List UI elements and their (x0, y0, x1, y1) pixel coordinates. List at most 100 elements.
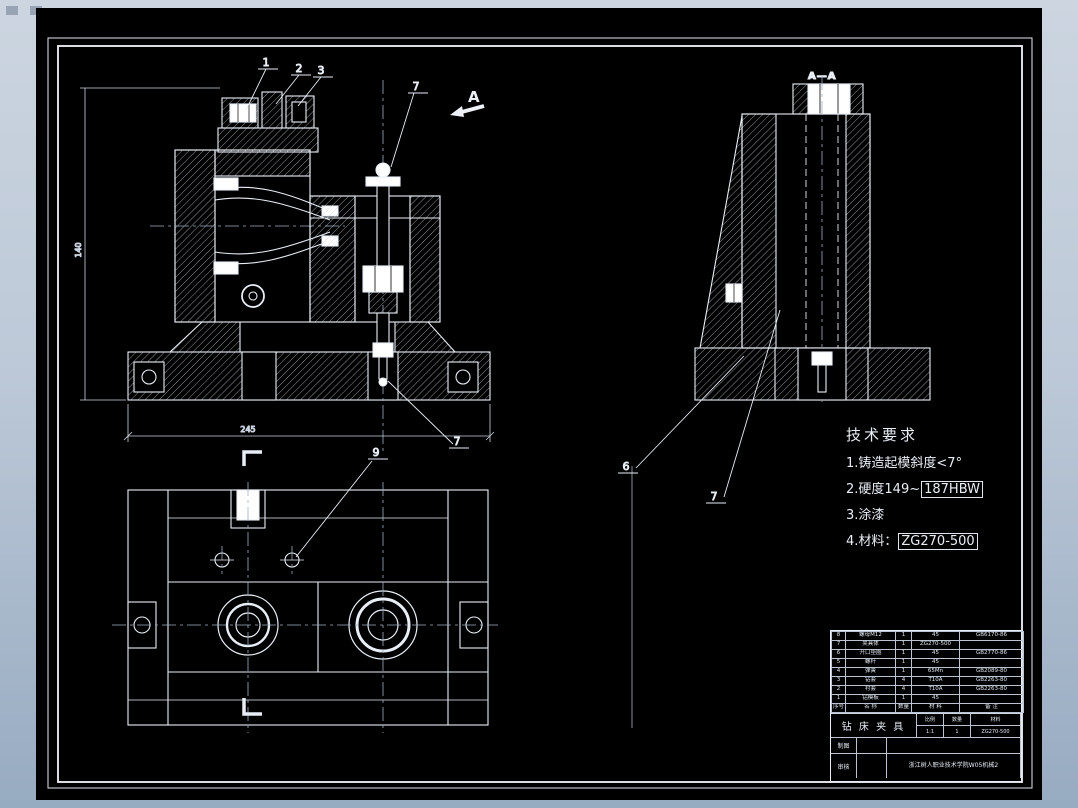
header-note: 备 注 (959, 703, 1024, 713)
balloon-2: 2 (296, 62, 303, 75)
balloon-1: 1 (263, 56, 270, 69)
part-material: 65Mn (911, 667, 960, 677)
header-name: 名 称 (845, 703, 896, 713)
margin-tick (6, 6, 18, 15)
part-material: 45 (911, 694, 960, 704)
part-material: 45 (911, 649, 960, 659)
header-no: 序号 (831, 703, 846, 713)
part-no: 1 (831, 694, 846, 704)
part-name: 钻套 (845, 676, 896, 686)
school-name: 浙江树人职业技术学院W05机械2 (887, 754, 1021, 778)
part-name: 夹具体 (845, 640, 896, 650)
header-qty: 数量 (895, 703, 912, 713)
part-name: 螺母M12 (845, 631, 896, 641)
tech-requirement-4-text: 4.材料： (846, 534, 898, 549)
part-qty: 1 (895, 667, 912, 677)
drawing-title: 钻 床 夹 具 (831, 714, 917, 737)
balloon-9: 9 (373, 446, 380, 459)
tech-requirement-1: 1.铸造起模斜度<7° (846, 456, 963, 471)
drafter-signature (857, 738, 887, 753)
part-material: 45 (911, 658, 960, 668)
part-no: 7 (831, 640, 846, 650)
checker-label: 审核 (831, 754, 857, 778)
dim-front-width: 245 (240, 425, 255, 434)
part-qty: 1 (895, 658, 912, 668)
scale-label: 比例 (917, 714, 943, 726)
part-name: 衬套 (845, 685, 896, 695)
part-qty: 1 (895, 631, 912, 641)
drafter-label: 制图 (831, 738, 857, 753)
part-name: 钻模板 (845, 694, 896, 704)
part-note (959, 694, 1024, 704)
tech-requirements-title: 技术要求 (846, 426, 919, 444)
part-qty: 1 (895, 640, 912, 650)
blank-cell (887, 738, 1021, 753)
part-no: 2 (831, 685, 846, 695)
balloon-7-side: 7 (711, 490, 718, 503)
part-note: GB2770-86 (959, 649, 1024, 659)
inner-border (57, 45, 1023, 783)
section-arrow-label: A (468, 88, 480, 106)
balloon-6: 6 (623, 460, 630, 473)
part-note: GB6170-86 (959, 631, 1024, 641)
part-name: 开口垫圈 (845, 649, 896, 659)
part-no: 8 (831, 631, 846, 641)
part-no: 6 (831, 649, 846, 659)
part-material: ZG270-500 (911, 640, 960, 650)
outer-border (47, 37, 1033, 789)
front-view-balloons: 1 2 3 7 7 (245, 56, 469, 449)
balloon-7-bottom: 7 (454, 435, 461, 448)
tech-requirement-2-text: 2.硬度149~ (846, 482, 921, 497)
part-note: GB2263-80 (959, 676, 1024, 686)
plan-view-balloons: 9 (295, 446, 388, 558)
part-no: 3 (831, 676, 846, 686)
quantity-label: 数量 (944, 714, 970, 726)
title-block-main: 钻 床 夹 具 比例 1:1 数量 1 材料 ZG270-500 制图 审核 浙… (831, 713, 1021, 778)
part-note: GB2263-80 (959, 685, 1024, 695)
side-view: A—A (694, 70, 931, 402)
scale-value: 1:1 (925, 728, 935, 735)
part-material: T10A (911, 676, 960, 686)
part-no: 4 (831, 667, 846, 677)
balloon-3: 3 (318, 64, 325, 77)
front-view-dimensions: 245 140 (74, 87, 495, 442)
part-no: 5 (831, 658, 846, 668)
part-material: T10A (911, 685, 960, 695)
checker-signature (857, 754, 887, 778)
side-view-balloons: 6 7 (618, 309, 781, 504)
part-qty: 1 (895, 649, 912, 659)
tech-requirements: 技术要求 1.铸造起模斜度<7° 2.硬度149~187HBW 3.涂漆 4.材… (846, 424, 1022, 555)
part-material: 45 (911, 631, 960, 641)
tech-requirement-4: 4.材料：ZG270-500 (846, 529, 1022, 555)
section-cut-marker: A (450, 88, 485, 117)
part-note (959, 658, 1024, 668)
part-name: 弹簧 (845, 667, 896, 677)
tech-requirement-4-boxed: ZG270-500 (898, 533, 978, 550)
tech-requirement-2-boxed: 187HBW (921, 481, 984, 498)
part-name: 螺杆 (845, 658, 896, 668)
quantity-value: 1 (955, 728, 959, 735)
part-note: GB2089-80 (959, 667, 1024, 677)
tech-requirement-2: 2.硬度149~187HBW (846, 477, 1022, 503)
header-material: 材 料 (911, 703, 960, 713)
part-qty: 1 (895, 694, 912, 704)
material-value: ZG270-500 (981, 728, 1010, 735)
dim-front-height: 140 (74, 242, 83, 257)
part-qty: 4 (895, 676, 912, 686)
part-qty: 4 (895, 685, 912, 695)
plan-view (112, 450, 633, 733)
material-label: 材料 (971, 714, 1020, 726)
tech-requirement-3: 3.涂漆 (846, 508, 885, 523)
parts-header-row: 序号名 称数量材 料备 注 (831, 703, 1024, 713)
part-note (959, 640, 1024, 650)
